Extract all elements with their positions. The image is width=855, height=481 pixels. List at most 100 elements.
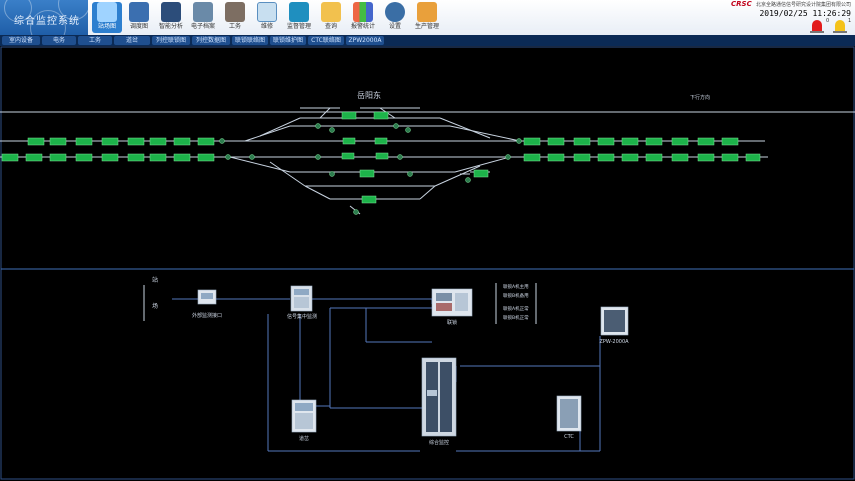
block-section[interactable] [523, 153, 541, 162]
toolbar-archive-button[interactable]: 电子档案 [188, 2, 218, 33]
ctc-node[interactable]: CTC [556, 395, 582, 440]
tab-zpw2000a[interactable]: ZPW2000A [346, 36, 384, 45]
tab-train-control-data[interactable]: 列控数据图 [192, 36, 230, 45]
tab-ctc-link[interactable]: CTC联络图 [308, 36, 344, 45]
block-section[interactable] [197, 153, 215, 162]
station-icon [97, 2, 117, 22]
signal-lamp[interactable] [465, 177, 471, 183]
tab-indoor[interactable]: 室内设备 [2, 36, 40, 45]
tab-works[interactable]: 工务 [78, 36, 112, 45]
block-section[interactable] [49, 137, 67, 146]
block-section[interactable] [173, 137, 191, 146]
yellow-alarm-count: 1 [848, 18, 851, 24]
block-section[interactable] [671, 137, 689, 146]
block-section[interactable] [621, 137, 639, 146]
block-section[interactable] [547, 137, 565, 146]
block-section[interactable] [621, 153, 639, 162]
view-tab-bar: 室内设备 电务 工务 道岔 列控联锁图 列控数据图 联锁联络图 联锁维护图 CT… [0, 35, 855, 46]
block-section[interactable] [697, 137, 715, 146]
yard-section[interactable] [359, 169, 375, 178]
tab-signal[interactable]: 电务 [42, 36, 76, 45]
centralized-monitor-label: 信号集中监测 [287, 313, 317, 320]
switch-node[interactable]: 道岔 [291, 399, 317, 442]
signal-lamp[interactable] [219, 138, 225, 144]
signal-lamp[interactable] [407, 171, 413, 177]
block-section[interactable] [721, 137, 739, 146]
yellow-alarm-icon[interactable] [833, 20, 847, 33]
toolbar-query-button[interactable]: 查询 [316, 2, 346, 33]
centralized-monitor-node[interactable]: 信号集中监测 [287, 285, 317, 320]
block-section[interactable] [1, 153, 19, 162]
block-section[interactable] [149, 137, 167, 146]
block-section[interactable] [645, 153, 663, 162]
block-section[interactable] [721, 153, 739, 162]
block-section[interactable] [597, 153, 615, 162]
block-section[interactable] [547, 153, 565, 162]
yard-section[interactable] [361, 195, 377, 204]
signal-lamp[interactable] [225, 154, 231, 160]
ext-monitor-node[interactable]: 外部监测接口 [192, 289, 222, 319]
top-toolbar: 综合监控系统 站场图 调度图 智能分析 电子档案 工务 维修 监督管理 查询 报… [0, 0, 855, 35]
toolbar-production-button[interactable]: 生产管理 [412, 2, 442, 33]
block-section[interactable] [671, 153, 689, 162]
signal-lamp[interactable] [393, 123, 399, 129]
signal-lamp[interactable] [397, 154, 403, 160]
interlock-node[interactable]: 联锁 [431, 288, 473, 326]
toolbar-works-button[interactable]: 工务 [220, 2, 250, 33]
block-section[interactable] [573, 153, 591, 162]
block-section[interactable] [523, 137, 541, 146]
signal-lamp[interactable] [315, 123, 321, 129]
interlock-status-label: 联锁A机主用 [503, 283, 529, 290]
signal-lamp[interactable] [329, 171, 335, 177]
block-section[interactable] [101, 137, 119, 146]
zpw2000a-node[interactable]: ZPW-2000A [599, 306, 629, 345]
block-section[interactable] [645, 137, 663, 146]
block-section[interactable] [49, 153, 67, 162]
block-section[interactable] [745, 153, 761, 162]
block-section[interactable] [101, 153, 119, 162]
yard-section[interactable] [374, 137, 388, 145]
toolbar-dispatch-button[interactable]: 调度图 [124, 2, 154, 33]
tab-interlock-maint[interactable]: 联锁维护图 [270, 36, 306, 45]
interlock-status-label: 联锁B机备用 [503, 292, 529, 299]
yard-section[interactable] [342, 137, 356, 145]
yard-section[interactable] [341, 152, 355, 160]
tab-interlock-link[interactable]: 联锁联络图 [232, 36, 268, 45]
signal-lamp[interactable] [315, 154, 321, 160]
block-section[interactable] [127, 137, 145, 146]
red-alarm-icon[interactable] [810, 20, 824, 33]
tab-train-control-interlock[interactable]: 列控联锁图 [152, 36, 190, 45]
signal-lamp[interactable] [505, 154, 511, 160]
block-section[interactable] [697, 153, 715, 162]
tab-switch[interactable]: 道岔 [114, 36, 150, 45]
block-section[interactable] [173, 153, 191, 162]
block-section[interactable] [197, 137, 215, 146]
block-section[interactable] [25, 153, 43, 162]
yard-section[interactable] [375, 152, 389, 160]
toolbar-maintenance-button[interactable]: 维修 [252, 2, 282, 33]
equipment-network: 站 场 外部监测接口 [143, 276, 629, 452]
toolbar-statistics-button[interactable]: 报警统计 [348, 2, 378, 33]
signal-lamp[interactable] [405, 127, 411, 133]
yard-section[interactable] [341, 111, 357, 120]
block-section[interactable] [75, 153, 93, 162]
signal-lamp[interactable] [329, 127, 335, 133]
block-section[interactable] [75, 137, 93, 146]
block-section[interactable] [573, 137, 591, 146]
yard-section[interactable] [373, 111, 389, 120]
toolbar-supervision-button[interactable]: 监督管理 [284, 2, 314, 33]
wrench-icon [257, 2, 277, 22]
integrated-monitor-node[interactable]: 综合监控 [421, 357, 457, 446]
toolbar-station-view-button[interactable]: 站场图 [92, 2, 122, 33]
toolbar-settings-button[interactable]: 设置 [380, 2, 410, 33]
yard-section[interactable] [473, 169, 489, 178]
block-section[interactable] [149, 153, 167, 162]
signal-lamp[interactable] [249, 154, 255, 160]
block-section[interactable] [597, 137, 615, 146]
signal-lamp[interactable] [353, 209, 359, 215]
signal-lamp[interactable] [516, 138, 522, 144]
works-icon [225, 2, 245, 22]
block-section[interactable] [27, 137, 45, 146]
toolbar-analysis-button[interactable]: 智能分析 [156, 2, 186, 33]
block-section[interactable] [127, 153, 145, 162]
